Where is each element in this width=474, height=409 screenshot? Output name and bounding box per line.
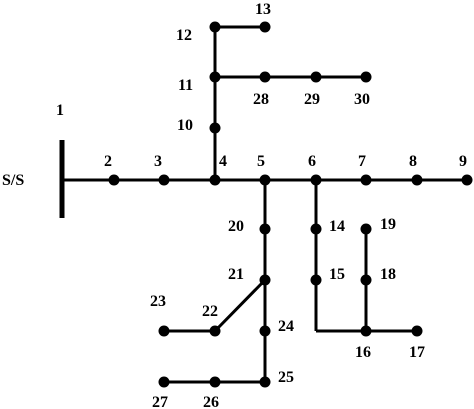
bus-node-11 [209, 71, 221, 83]
bus-label-22: 22 [202, 303, 218, 320]
bus-label-10: 10 [177, 117, 193, 134]
bus-label-3: 3 [154, 153, 162, 170]
bus-node-13 [259, 21, 271, 33]
bus-node-14 [310, 223, 322, 235]
bus-label-21: 21 [228, 266, 244, 283]
bus-label-30: 30 [354, 91, 370, 108]
bus-label-9: 9 [459, 153, 467, 170]
bus-node-21 [259, 274, 271, 286]
bus-node-8 [411, 174, 423, 186]
bus-node-3 [158, 174, 170, 186]
bus-node-2 [108, 174, 120, 186]
bus-node-4 [209, 174, 221, 186]
bus-node-24 [259, 325, 271, 337]
bus-node-22 [209, 325, 221, 337]
bus-label-7: 7 [358, 153, 366, 170]
bus-node-7 [360, 174, 372, 186]
bus-label-14: 14 [329, 218, 345, 235]
bus-1-label: 1 [56, 102, 64, 119]
bus-label-2: 2 [104, 153, 112, 170]
bus-node-28 [259, 71, 271, 83]
bus-label-24: 24 [278, 318, 294, 335]
bus-label-23: 23 [150, 293, 166, 310]
bus-node-5 [259, 174, 271, 186]
bus-node-27 [158, 376, 170, 388]
bus-node-17 [411, 325, 423, 337]
bus-node-18 [360, 274, 372, 286]
bus-label-4: 4 [219, 153, 227, 170]
bus-node-29 [310, 71, 322, 83]
bus-label-18: 18 [380, 266, 396, 283]
bus-label-17: 17 [409, 344, 425, 361]
bus-label-27: 27 [152, 394, 168, 409]
bus-label-6: 6 [308, 153, 316, 170]
bus-node-12 [209, 21, 221, 33]
bus-node-6 [310, 174, 322, 186]
bus-node-15 [310, 274, 322, 286]
bus-node-26 [209, 376, 221, 388]
branch-21-22 [213, 278, 267, 333]
bus-label-25: 25 [278, 369, 294, 386]
bus-label-11: 11 [178, 77, 193, 94]
bus-label-26: 26 [203, 394, 219, 409]
bus-node-23 [158, 325, 170, 337]
bus-label-8: 8 [409, 153, 417, 170]
bus-node-19 [360, 223, 372, 235]
bus-label-12: 12 [176, 27, 192, 44]
bus-label-20: 20 [228, 218, 244, 235]
bus-node-10 [209, 122, 221, 134]
branch-lines [62, 25, 467, 384]
bus-node-9 [461, 174, 473, 186]
bus-label-28: 28 [253, 91, 269, 108]
bus-node-30 [360, 71, 372, 83]
bus-node-20 [259, 223, 271, 235]
bus-label-19: 19 [380, 216, 396, 233]
bus-label-16: 16 [355, 344, 371, 361]
bus-label-15: 15 [329, 266, 345, 283]
bus-label-13: 13 [255, 1, 271, 18]
bus-label-29: 29 [304, 91, 320, 108]
bus-nodes [108, 21, 473, 388]
bus-node-16 [360, 325, 372, 337]
bus-node-25 [259, 376, 271, 388]
bus-label-5: 5 [257, 153, 265, 170]
substation-label: S/S [2, 172, 24, 189]
